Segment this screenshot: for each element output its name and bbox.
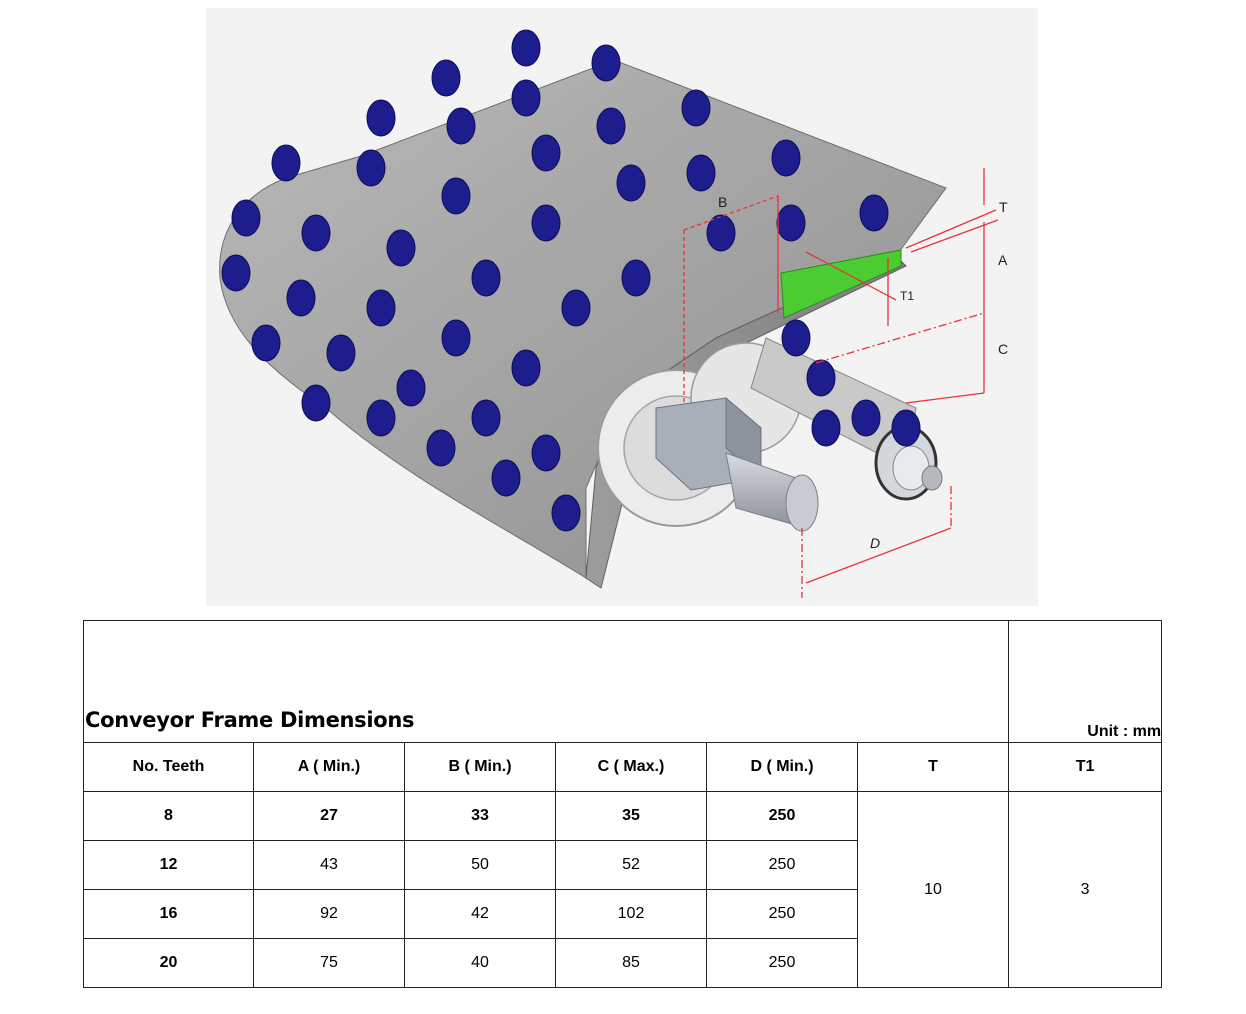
roller-6: [511, 79, 541, 117]
unit-cell: Unit : mm: [1008, 620, 1163, 743]
roller-39: [551, 494, 581, 532]
conveyor-belt-illustration: B T A T1 C D: [206, 8, 1038, 606]
roller-3: [771, 139, 801, 177]
cell-b: 33: [404, 791, 556, 841]
table-row: 16 92 42 102 250: [83, 889, 1162, 939]
cell-d: 250: [706, 791, 858, 841]
roller-16: [356, 149, 386, 187]
header-t: T: [856, 742, 1010, 792]
roller-4: [859, 194, 889, 232]
roller-8: [686, 154, 716, 192]
header-row: No. Teeth A ( Min.) B ( Min.) C ( Max.) …: [83, 742, 1163, 792]
header-b-min: B ( Min.): [404, 742, 556, 792]
roller-18: [531, 204, 561, 242]
conveyor-frame-dimensions-table: Conveyor Frame Dimensions Unit : mm No. …: [82, 620, 1163, 988]
label-D: D: [870, 535, 880, 551]
roller-31: [326, 334, 356, 372]
header-a-min: A ( Min.): [253, 742, 405, 792]
cell-teeth: 8: [83, 791, 254, 841]
roller-2: [681, 89, 711, 127]
roller-9: [776, 204, 806, 242]
cell-teeth: 20: [83, 938, 254, 988]
header-no-teeth: No. Teeth: [83, 742, 254, 792]
label-A: A: [998, 252, 1008, 268]
header-c-max: C ( Max.): [555, 742, 707, 792]
cell-b: 42: [404, 889, 556, 939]
cell-c: 52: [555, 840, 707, 890]
roller-14: [706, 214, 736, 252]
cell-b: 50: [404, 840, 556, 890]
table-title: Conveyor Frame Dimensions: [85, 708, 415, 732]
cell-a: 43: [253, 840, 405, 890]
roller-27: [366, 289, 396, 327]
cell-c: 35: [555, 791, 707, 841]
title-row: Conveyor Frame Dimensions Unit : mm: [82, 620, 1163, 743]
roller-19: [621, 259, 651, 297]
label-C: C: [998, 341, 1008, 357]
roller-7: [596, 107, 626, 145]
roller-25: [221, 254, 251, 292]
cell-b: 40: [404, 938, 556, 988]
roller-11: [446, 107, 476, 145]
roller-28: [441, 319, 471, 357]
cell-t-merged: 10: [856, 791, 1010, 988]
roller-13: [616, 164, 646, 202]
roller-40: [781, 319, 811, 357]
cell-a: 27: [253, 791, 405, 841]
cell-teeth: 16: [83, 889, 254, 939]
roller-30: [251, 324, 281, 362]
roller-12: [531, 134, 561, 172]
header-d-min: D ( Min.): [706, 742, 858, 792]
roller-44: [811, 409, 841, 447]
cell-a: 92: [253, 889, 405, 939]
belt-rollers: [221, 29, 921, 532]
roller-5: [431, 59, 461, 97]
roller-33: [471, 399, 501, 437]
roller-22: [386, 229, 416, 267]
roller-17: [441, 177, 471, 215]
label-T: T: [999, 199, 1008, 215]
cell-t1-merged: 3: [1008, 791, 1163, 988]
label-B: B: [718, 194, 727, 210]
roller-0: [511, 29, 541, 67]
roller-35: [301, 384, 331, 422]
drive-shaft: [655, 396, 819, 532]
roller-32: [396, 369, 426, 407]
roller-38: [491, 459, 521, 497]
roller-26: [286, 279, 316, 317]
dimension-lines: [683, 168, 999, 598]
roller-10: [366, 99, 396, 137]
label-T1: T1: [900, 289, 914, 303]
roller-36: [366, 399, 396, 437]
table-title-cell: Conveyor Frame Dimensions: [82, 620, 1010, 743]
roller-15: [271, 144, 301, 182]
tooth-strip: [780, 249, 902, 319]
roller-42: [851, 399, 881, 437]
roller-1: [591, 44, 621, 82]
roller-23: [471, 259, 501, 297]
roller-24: [561, 289, 591, 327]
roller-29: [511, 349, 541, 387]
table-row: 8 27 33 35 250 10 3: [83, 791, 1163, 988]
header-t1: T1: [1008, 742, 1163, 792]
roller-37: [426, 429, 456, 467]
roller-34: [531, 434, 561, 472]
cell-d: 250: [706, 889, 858, 939]
cell-d: 250: [706, 938, 858, 988]
idler-roller: [750, 337, 943, 501]
cell-c: 85: [555, 938, 707, 988]
roller-43: [891, 409, 921, 447]
cell-teeth: 12: [83, 840, 254, 890]
unit-label: Unit : mm: [1087, 723, 1162, 740]
roller-20: [231, 199, 261, 237]
cell-d: 250: [706, 840, 858, 890]
roller-21: [301, 214, 331, 252]
roller-41: [806, 359, 836, 397]
cell-c: 102: [555, 889, 707, 939]
table-row: 20 75 40 85 250: [83, 938, 1162, 988]
cell-a: 75: [253, 938, 405, 988]
table-row: 12 43 50 52 250: [83, 840, 1162, 890]
